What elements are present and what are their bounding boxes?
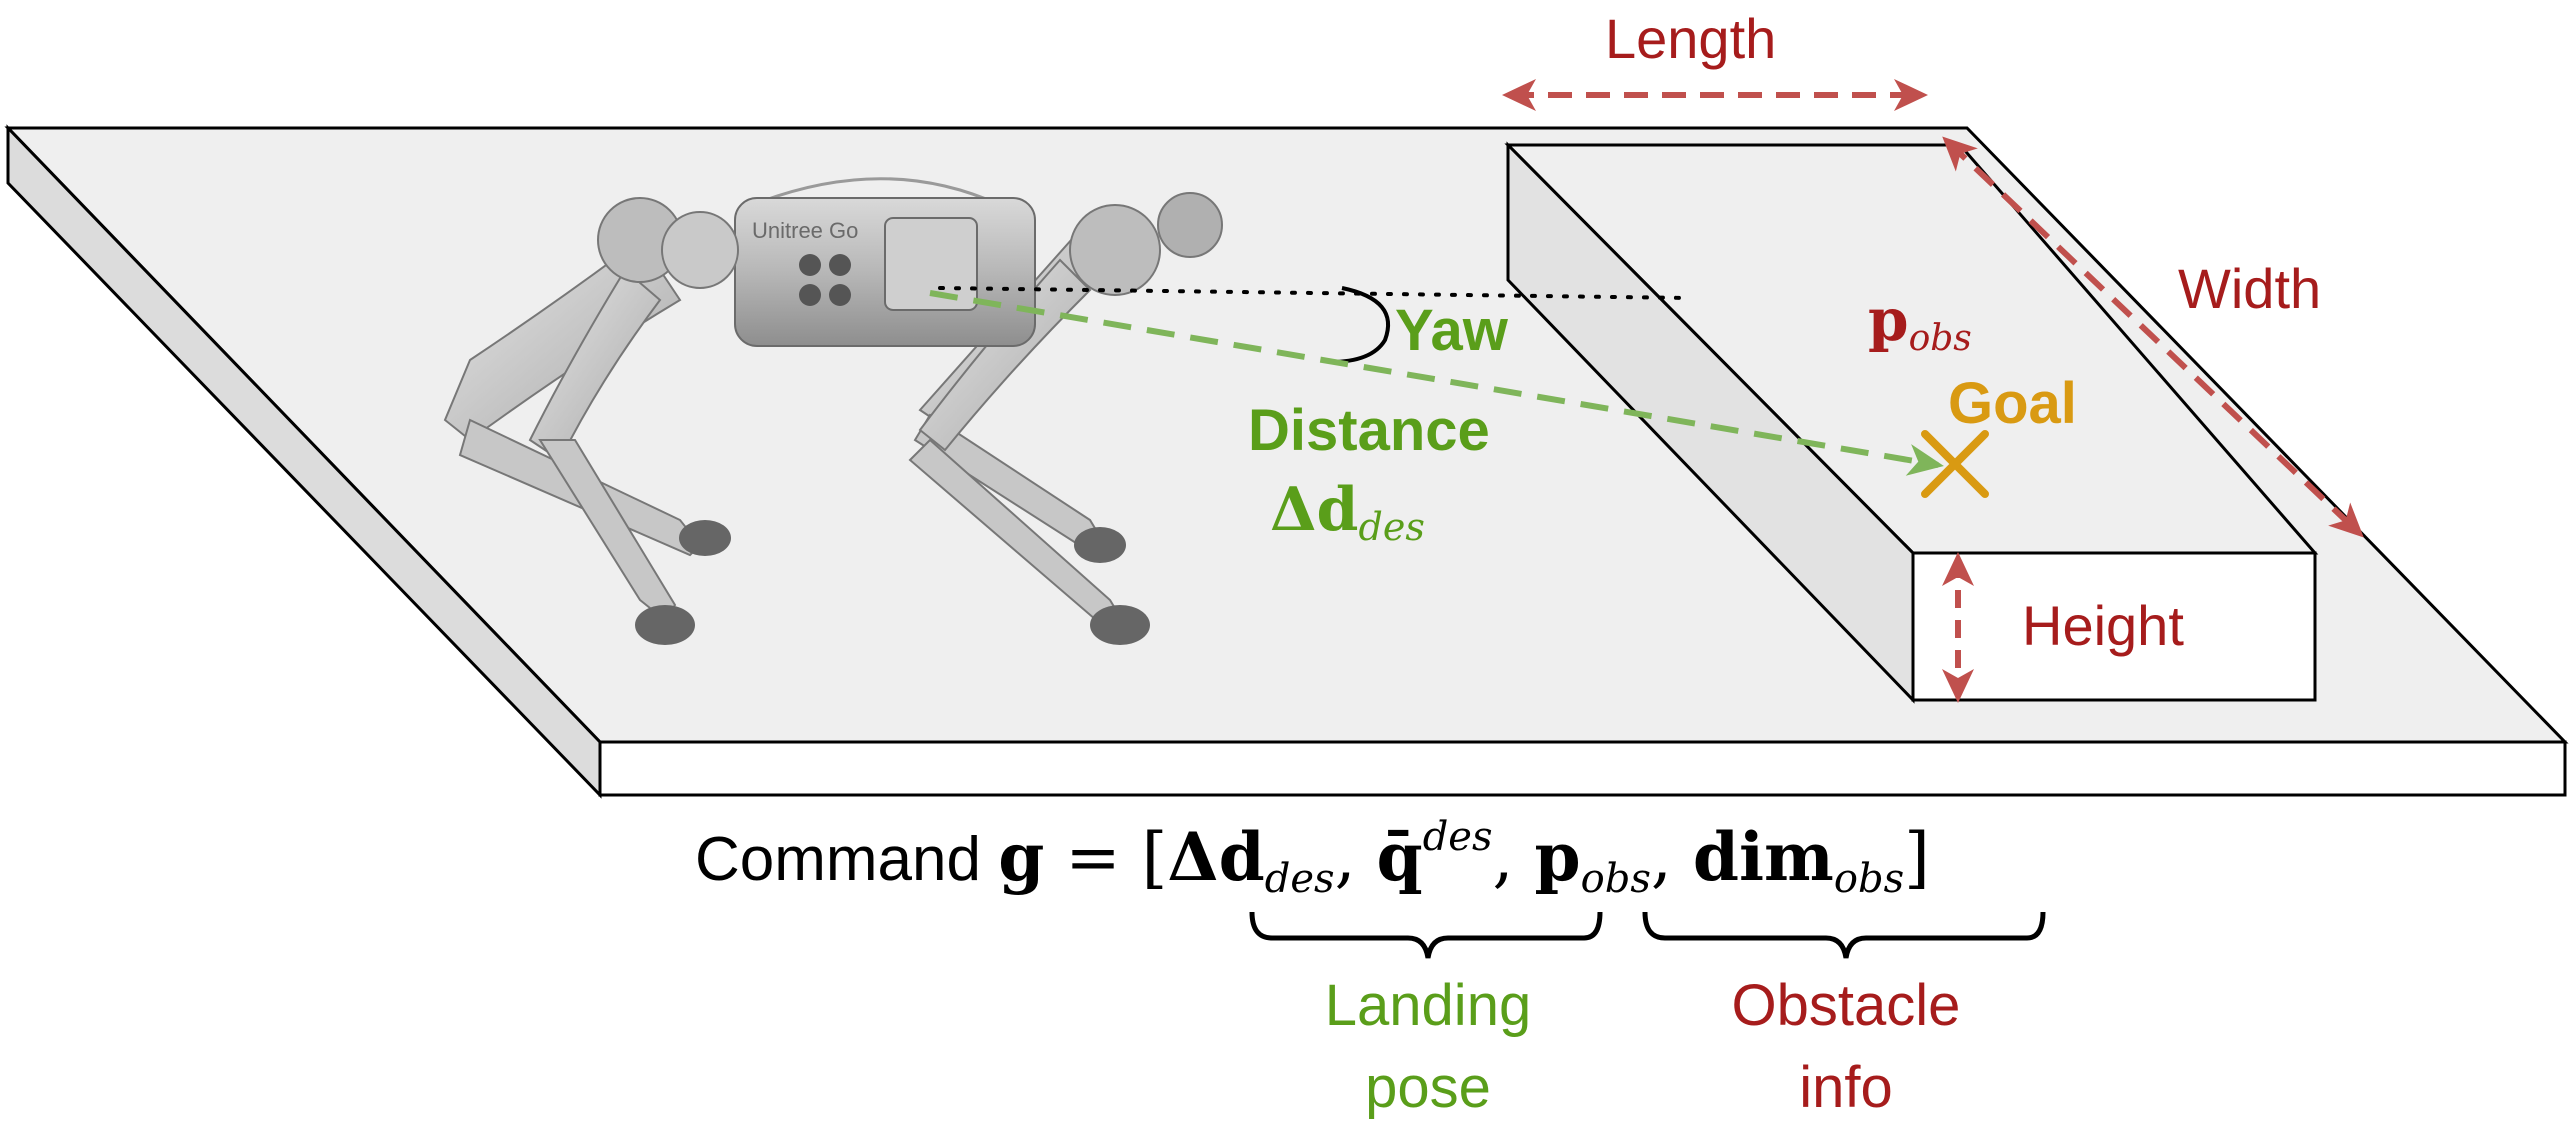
formula-comma: , [1651, 819, 1693, 896]
delta-d-subscript: des [1359, 505, 1425, 549]
robot-brand-text: Unitree Go [752, 218, 858, 243]
robot-antenna [739, 177, 1001, 212]
p-obs-subscript: obs [1909, 318, 1972, 359]
robot-foot [1090, 605, 1150, 645]
obstacle-info-label-line2: info [1799, 1055, 1893, 1120]
command-formula: Command g = [Δddes, q̄des, pobs, dimobs] [695, 814, 1930, 902]
formula-des-subscript: des [1265, 856, 1335, 902]
robot-sensor [829, 254, 851, 276]
landing-pose-label-line2: pose [1365, 1055, 1491, 1120]
robot-sensor [799, 284, 821, 306]
yaw-reference-line [938, 286, 1692, 300]
p-obs-base: p [1868, 286, 1909, 354]
formula-prefix: Command [695, 825, 998, 894]
yaw-label: Yaw [1395, 298, 1509, 363]
formula-g: g [998, 818, 1044, 896]
width-arrow [1942, 136, 2364, 538]
length-label: Length [1605, 7, 1776, 70]
formula-q-bar: q̄ [1377, 818, 1423, 896]
distance-arrow [929, 290, 1944, 476]
yaw-angle-arc [1329, 286, 1391, 364]
formula-dim: dim [1693, 818, 1834, 896]
p-obs-label: pobs [1868, 286, 1972, 359]
formula-delta-d: Δd [1167, 818, 1264, 896]
formula-obs-subscript: obs [1834, 856, 1904, 902]
robot-hip-joint [1069, 204, 1161, 296]
delta-d-des-label: Δddes [1270, 475, 1425, 549]
robot-side-panel [884, 217, 978, 311]
delta-d-base: Δd [1270, 475, 1359, 545]
goal-label: Goal [1948, 371, 2077, 436]
distance-label: Distance [1248, 398, 1490, 463]
landing-pose-brace [1249, 911, 1603, 959]
robot-foot [1074, 527, 1126, 563]
robot-hip-joint [1157, 192, 1223, 258]
robot-sensor [799, 254, 821, 276]
obstacle-info-label-line1: Obstacle [1732, 973, 1961, 1038]
robot-sensor [829, 284, 851, 306]
landing-pose-label-line1: Landing [1325, 973, 1531, 1038]
formula-p: p [1534, 818, 1580, 896]
formula-des-superscript: des [1423, 814, 1493, 860]
formula-obs-subscript: obs [1581, 856, 1651, 902]
obstacle-info-brace [1642, 911, 2046, 959]
robot-foot [679, 520, 731, 556]
robot-foot [635, 605, 695, 645]
width-label: Width [2178, 257, 2321, 320]
height-label: Height [2022, 594, 2184, 657]
formula-close-bracket: ] [1904, 819, 1930, 896]
obstacle-front [1911, 551, 2317, 702]
platform-front-face [598, 740, 2567, 797]
formula-equals: = [ [1044, 819, 1167, 896]
formula-comma: , [1493, 819, 1535, 896]
robot-hip-joint [661, 211, 739, 289]
robot-image: Unitree Go [443, 177, 1223, 645]
formula-comma: , [1335, 819, 1377, 896]
